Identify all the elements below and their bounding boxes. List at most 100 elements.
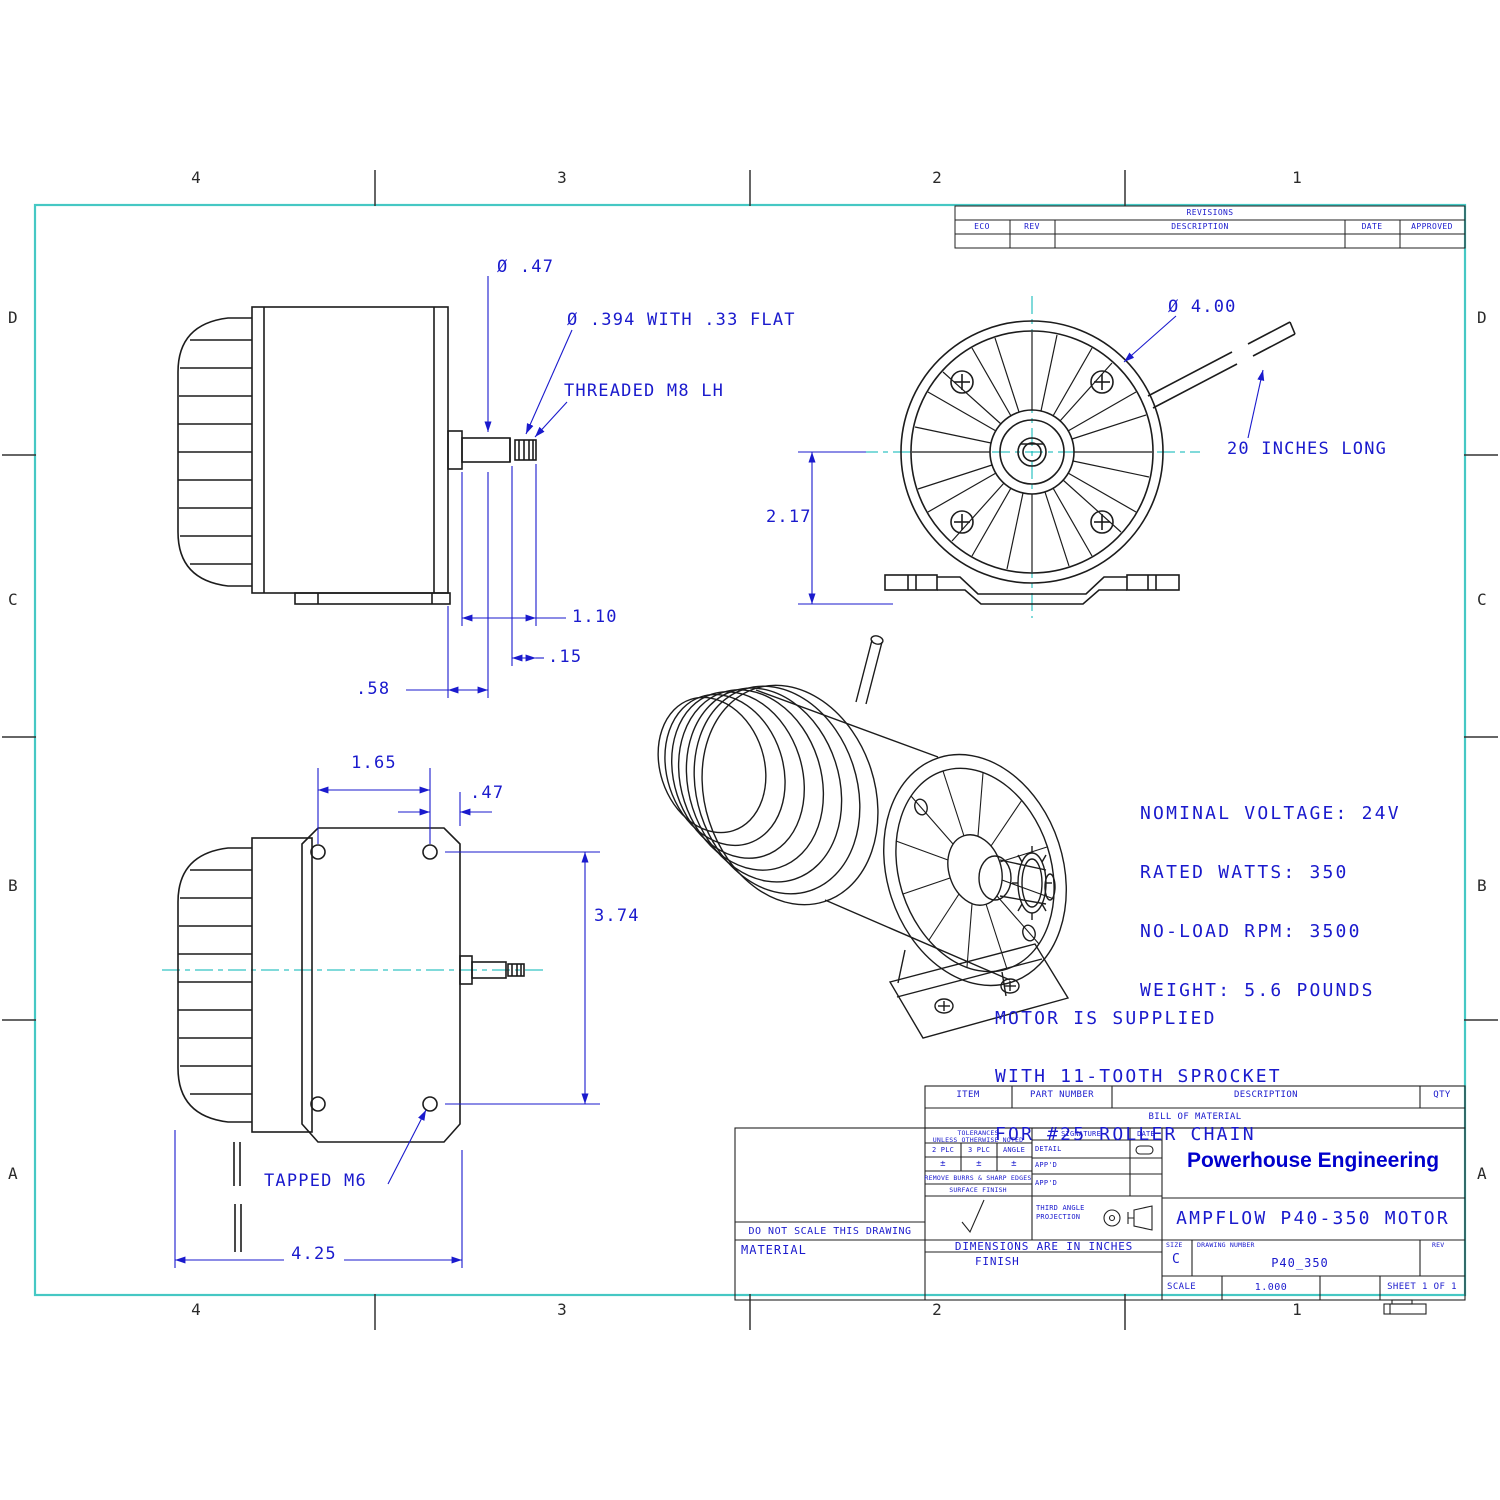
zone-row-right-b: B (1477, 876, 1487, 895)
revisions-col-rev: REV (1024, 222, 1040, 231)
bom-col-item: ITEM (956, 1090, 980, 1100)
third-angle-line1: THIRD ANGLE (1036, 1204, 1085, 1212)
signature-slot-icon (1135, 1145, 1154, 1155)
dim-wire-length-note: 20 INCHES LONG (1227, 439, 1388, 459)
bom-col-description: DESCRIPTION (1233, 1090, 1299, 1100)
iso-view-linework (657, 635, 1070, 1039)
rear-view-linework (177, 827, 525, 1252)
deburr-note: REMOVE BURRS & SHARP EDGES (924, 1174, 1032, 1182)
zone-col-top-2: 2 (932, 168, 942, 187)
tolerances-line1: TOLERANCES (957, 1129, 999, 1137)
signature-label: SIGNATURE (1061, 1130, 1101, 1138)
surface-finish-symbol-icon (961, 1199, 985, 1234)
zone-col-bottom-4: 4 (191, 1300, 201, 1319)
zone-col-top-4: 4 (191, 168, 201, 187)
sprocket-note-line3: FOR #25 ROLLER CHAIN (995, 1124, 1256, 1145)
iso-fan-spokes (895, 770, 1055, 970)
revisions-col-eco: ECO (974, 222, 990, 231)
do-not-scale-label: DO NOT SCALE THIS DRAWING (748, 1226, 912, 1237)
appd-label-2: APP'D (1035, 1179, 1058, 1187)
dim-shaft-diameter: Ø .47 (497, 257, 555, 277)
drawing-title: AMPFLOW P40-350 MOTOR (1176, 1208, 1450, 1229)
iso-sprocket (978, 846, 1056, 920)
size-value: C (1172, 1252, 1180, 1267)
dim-axis-height: 2.17 (766, 507, 812, 527)
third-angle-line2: PROJECTION (1036, 1213, 1081, 1221)
spec-watts: RATED WATTS: 350 (1140, 862, 1349, 883)
zone-row-right-d: D (1477, 308, 1487, 327)
tolerances-line2: UNLESS OTHERWISE NOTED (932, 1136, 1024, 1144)
spec-voltage: NOMINAL VOLTAGE: 24V (1140, 803, 1401, 824)
front-screws (950, 370, 1114, 534)
revisions-table-grid (954, 205, 1466, 249)
rev-label: REV (1432, 1241, 1445, 1249)
sprocket-note-line2: WITH 11-TOOTH SPROCKET (995, 1066, 1282, 1087)
zone-row-left-b: B (8, 876, 18, 895)
revisions-col-description: DESCRIPTION (1171, 222, 1229, 231)
dimensions-in-inches-label: DIMENSIONS ARE IN INCHES (954, 1240, 1134, 1253)
title-block-grid (734, 1085, 1466, 1315)
detail-label: DETAIL (1035, 1145, 1062, 1153)
tolerance-pm-2plc: ± (940, 1159, 946, 1169)
zone-row-left-a: A (8, 1164, 18, 1183)
third-angle-projection-icon (1103, 1209, 1121, 1227)
drawing-number-label: DRAWING NUMBER (1197, 1241, 1255, 1249)
appd-label-1: APP'D (1035, 1161, 1058, 1169)
spec-weight: WEIGHT: 5.6 POUNDS (1140, 980, 1375, 1001)
size-label: SIZE (1166, 1241, 1183, 1249)
dim-shaft-length: 1.10 (572, 607, 618, 627)
tolerance-pm-angle: ± (1011, 1159, 1017, 1169)
zone-row-left-c: C (8, 590, 18, 609)
tolerance-pm-3plc: ± (976, 1159, 982, 1169)
spec-rpm: NO-LOAD RPM: 3500 (1140, 921, 1362, 942)
mounting-bracket (884, 574, 1180, 605)
tolerance-3plc: 3 PLC (967, 1146, 991, 1154)
zone-row-right-a: A (1477, 1164, 1487, 1183)
sprocket-note-line1: MOTOR IS SUPPLIED (995, 1008, 1217, 1029)
material-label: MATERIAL (741, 1243, 807, 1257)
dim-groove-width: .15 (548, 647, 583, 667)
revisions-col-approved: APPROVED (1411, 222, 1453, 231)
sheet-label: SHEET 1 OF 1 (1387, 1282, 1457, 1292)
dimension-lines (174, 276, 1265, 1268)
dim-hole-pitch-horizontal: 1.65 (351, 753, 397, 773)
dim-shaft-flat-note: Ø .394 WITH .33 FLAT (567, 310, 796, 330)
motor-wires (1147, 321, 1296, 409)
scale-label: SCALE (1167, 1282, 1197, 1292)
company-name: Powerhouse Engineering (1186, 1149, 1440, 1172)
bom-col-part-number: PART NUMBER (1029, 1090, 1095, 1100)
fan-spokes (912, 332, 1152, 572)
scale-value: 1.000 (1254, 1282, 1288, 1293)
dim-overall-width: 4.25 (291, 1244, 337, 1264)
iso-wire (855, 635, 884, 705)
finish-label: FINISH (975, 1255, 1020, 1268)
spec-notes: NOMINAL VOLTAGE: 24V RATED WATTS: 350 NO… (1140, 766, 1401, 1020)
bom-title: BILL OF MATERIAL (1148, 1112, 1242, 1122)
revisions-title: REVISIONS (1186, 208, 1234, 217)
dim-hole-edge-offset: .47 (470, 783, 505, 803)
zone-col-top-3: 3 (557, 168, 567, 187)
bom-col-qty: QTY (1433, 1090, 1451, 1100)
iso-bracket (888, 943, 1070, 1039)
dim-thread-note: THREADED M8 LH (564, 381, 725, 401)
zone-row-left-d: D (8, 308, 18, 327)
sprocket-note: MOTOR IS SUPPLIED WITH 11-TOOTH SPROCKET… (995, 972, 1282, 1164)
zone-col-bottom-3: 3 (557, 1300, 567, 1319)
dim-tapped-note: TAPPED M6 (264, 1171, 367, 1191)
zone-col-bottom-2: 2 (932, 1300, 942, 1319)
date-label: DATE (1137, 1130, 1155, 1138)
dim-body-diameter: Ø 4.00 (1168, 297, 1237, 317)
zone-col-top-1: 1 (1292, 168, 1302, 187)
side-view-linework (177, 306, 537, 605)
dim-hole-pitch-vertical: 3.74 (594, 906, 640, 926)
drawing-number-value: P40_350 (1271, 1256, 1329, 1270)
surface-finish-label: SURFACE FINISH (949, 1186, 1007, 1194)
revisions-col-date: DATE (1361, 222, 1383, 231)
tolerance-2plc: 2 PLC (931, 1146, 955, 1154)
dim-boss-length: .58 (356, 679, 391, 699)
zone-col-bottom-1: 1 (1292, 1300, 1302, 1319)
front-view-linework (884, 320, 1296, 605)
tolerance-angle: ANGLE (1002, 1146, 1026, 1154)
